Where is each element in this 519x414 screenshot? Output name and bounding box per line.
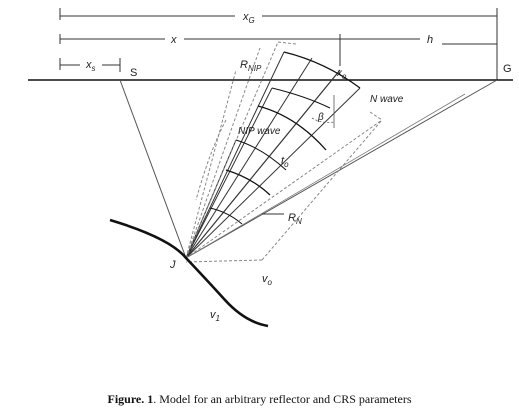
label-xs: xs — [85, 59, 96, 73]
ray-tube-dashed — [185, 41, 383, 263]
label-RN: RN — [288, 212, 302, 226]
caption-text: . Model for an arbitrary reflector and C… — [153, 392, 412, 406]
label-v1: v1 — [210, 309, 220, 323]
label-x0: xo — [336, 68, 347, 81]
beta-arc — [311, 117, 335, 123]
label-S: S — [130, 67, 137, 79]
label-xG: xG — [242, 11, 255, 25]
ray-fan — [185, 51, 361, 259]
caption-prefix: Figure. 1 — [107, 392, 154, 406]
wavefronts — [209, 51, 361, 225]
ray-G-inner — [185, 93, 466, 259]
label-h: h — [427, 34, 433, 46]
label-t0: to — [281, 155, 289, 169]
ray-S-J — [119, 79, 187, 259]
label-NIPwave: NIP wave — [238, 126, 281, 137]
ray-G-J — [185, 79, 498, 259]
label-beta: β — [317, 112, 324, 123]
normal-ray — [185, 69, 341, 259]
figure-caption: Figure. 1. Model for an arbitrary reflec… — [0, 392, 519, 407]
reflector-curve — [109, 218, 269, 328]
label-J: J — [169, 259, 176, 271]
label-v0: vo — [262, 273, 273, 287]
dimension-x — [59, 34, 420, 66]
label-x: x — [170, 34, 177, 46]
dimension-xs — [59, 58, 121, 72]
label-RNIP: RNIP — [240, 59, 262, 73]
label-Nwave: N wave — [370, 94, 404, 105]
label-G: G — [503, 63, 512, 75]
